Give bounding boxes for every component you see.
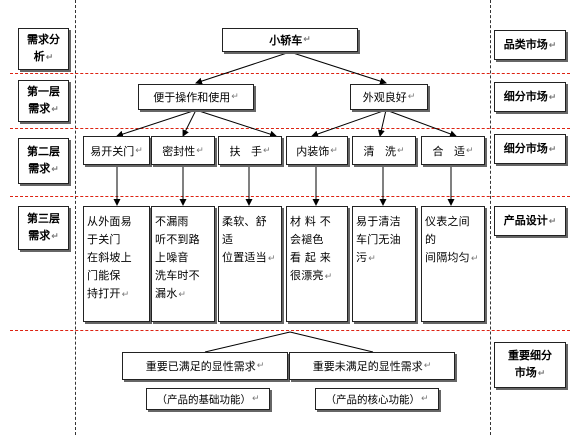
row-divider-4 xyxy=(10,330,570,331)
row-divider-3 xyxy=(10,196,570,197)
basic-function-note: （产品的基础功能）↵ xyxy=(146,388,270,410)
level2-fit: 合 适↵ xyxy=(421,136,485,165)
label-product-design: 产品设计↵ xyxy=(494,206,566,236)
label-category-market: 品类市场↵ xyxy=(494,30,566,60)
level2-cleaning: 清 洗↵ xyxy=(352,136,416,165)
level1-ease-of-use: 便于操作和使用↵ xyxy=(138,84,254,110)
level3-interior-details: 材 料 不 会褪色 看 起 来 很漂亮↵ xyxy=(286,206,348,322)
row-divider-2 xyxy=(10,128,570,129)
level3-armrest-details: 柔软、舒 适 位置适当↵ xyxy=(218,206,282,322)
level3-fit-details: 仪表之间 的 间隔均匀↵ xyxy=(421,206,485,322)
label-demand-analysis: 需求分 析↵ xyxy=(18,28,69,70)
unsatisfied-explicit-demand: 重要未满足的显性需求↵ xyxy=(289,352,455,380)
label-level1-demand: 第一层 需求↵ xyxy=(18,80,69,122)
level2-easy-door: 易开关门↵ xyxy=(83,136,150,165)
label-important-segment: 重要细分 市场↵ xyxy=(494,342,566,388)
label-segment-market-1: 细分市场↵ xyxy=(494,82,566,112)
satisfied-explicit-demand: 重要已满足的显性需求↵ xyxy=(122,352,288,380)
label-segment-market-2: 细分市场↵ xyxy=(494,134,566,164)
level3-door-details: 从外面易 于关门 在斜坡上 门能保 持打开↵ xyxy=(83,206,150,322)
level3-sealing-details: 不漏雨 听不到路 上噪音 洗车时不 漏水↵ xyxy=(151,206,215,322)
right-divider-line xyxy=(490,0,491,435)
core-function-note: （产品的核心功能）↵ xyxy=(315,388,439,410)
left-divider-line xyxy=(75,0,76,435)
row-divider-1 xyxy=(10,73,570,74)
level2-sealing: 密封性↵ xyxy=(151,136,215,165)
level3-cleaning-details: 易于清洁 车门无油 污↵ xyxy=(352,206,416,322)
label-level3-demand: 第三层 需求↵ xyxy=(18,206,69,250)
label-level2-demand: 第二层 需求↵ xyxy=(18,138,69,184)
level2-armrest: 扶 手↵ xyxy=(218,136,282,165)
level2-interior: 内装饰↵ xyxy=(286,136,348,165)
root-node-sedan: 小轿车↵ xyxy=(222,28,358,52)
level1-good-appearance: 外观良好↵ xyxy=(350,84,428,110)
